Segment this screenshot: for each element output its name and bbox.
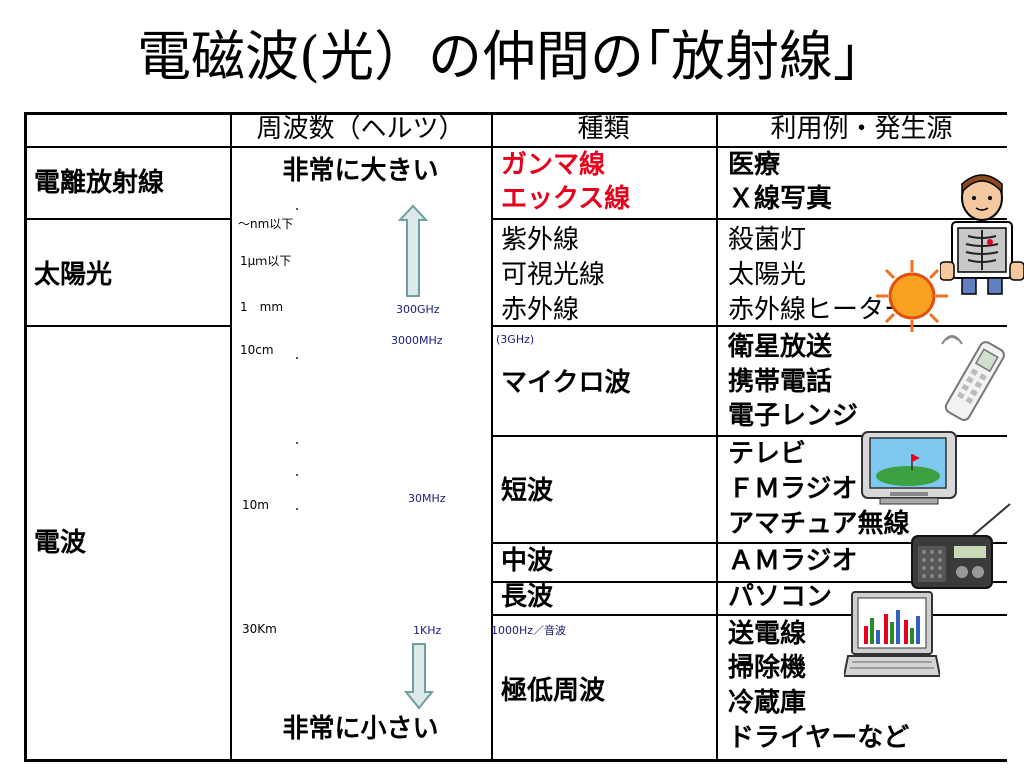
type-3ghz-note: (3GHz) <box>496 333 535 346</box>
type-longwave: 長波 <box>501 582 554 612</box>
row-divider-type-3 <box>491 435 1007 437</box>
use-xray-photo: Ｘ線写真 <box>728 184 833 214</box>
type-gamma: ガンマ線 <box>501 150 606 180</box>
use-vacuum: 掃除機 <box>728 653 807 683</box>
freq-30km: 30Km <box>242 622 277 636</box>
header-type: 種類 <box>577 114 630 144</box>
column-divider-2 <box>491 112 493 762</box>
use-fridge: 冷蔵庫 <box>728 688 807 718</box>
table-border-top <box>24 112 1007 115</box>
use-tv: テレビ <box>728 439 807 469</box>
dot-marker <box>296 508 298 510</box>
row-divider-type-6 <box>491 614 1007 616</box>
type-mediumwave: 中波 <box>501 546 554 576</box>
column-divider-3 <box>716 112 718 762</box>
xray-person-icon <box>940 174 1024 295</box>
use-fm: ＦＭラジオ <box>728 474 858 504</box>
use-sterilizer: 殺菌灯 <box>728 225 807 255</box>
type-xray: エックス線 <box>501 184 631 214</box>
use-medical: 医療 <box>728 150 781 180</box>
use-pc: パソコン <box>728 582 833 612</box>
use-mobile: 携帯電話 <box>728 367 833 397</box>
use-power-line: 送電線 <box>728 619 807 649</box>
category-sunlight: 太陽光 <box>34 260 113 290</box>
spectrum-table: 周波数（ヘルツ） 種類 利用例・発生源 電離放射線 太陽光 電波 非常に大きい … <box>24 112 1007 762</box>
header-usage: 利用例・発生源 <box>770 114 953 144</box>
row-divider-cat-1 <box>24 218 231 220</box>
table-border-bottom <box>24 759 1007 762</box>
use-amateur: アマチュア無線 <box>728 509 910 539</box>
laptop-icon <box>844 591 940 677</box>
use-am: ＡＭラジオ <box>728 546 858 576</box>
freq-mm: 1 mm <box>240 300 284 314</box>
table-border-left <box>24 112 27 762</box>
use-dryer: ドライヤーなど <box>728 723 910 753</box>
category-radio: 電波 <box>34 528 87 558</box>
frequency-very-high: 非常に大きい <box>282 156 439 186</box>
column-divider-1 <box>230 112 232 762</box>
dot-marker <box>296 474 298 476</box>
freq-um: 1μｍ以下 <box>240 254 292 268</box>
use-sunlight: 太陽光 <box>728 260 807 290</box>
type-elf: 極低周波 <box>501 676 606 706</box>
category-ionizing: 電離放射線 <box>34 168 165 198</box>
use-satellite: 衛星放送 <box>728 332 833 362</box>
freq-nm: ～nm以下 <box>238 217 294 231</box>
row-divider-type-4 <box>491 542 1007 544</box>
radio-icon <box>911 503 1011 589</box>
type-ir: 赤外線 <box>501 295 580 325</box>
freq-1khz: 1KHz <box>413 624 442 637</box>
row-divider-type-1 <box>491 218 1007 220</box>
dot-marker <box>296 442 298 444</box>
dot-marker <box>296 357 298 359</box>
use-ir-heater: 赤外線ヒーター <box>728 295 911 325</box>
page-title: 電磁波(光）の仲間の｢放射線」 <box>136 25 888 88</box>
type-uv: 紫外線 <box>501 225 580 255</box>
header-frequency: 周波数（ヘルツ） <box>256 114 465 144</box>
television-icon <box>861 431 957 505</box>
mobile-phone-icon <box>941 335 1005 421</box>
freq-300ghz: 300GHz <box>396 303 440 316</box>
type-1000hz-note: 1000Hz／音波 <box>491 624 567 637</box>
freq-10cm: 10cm <box>240 343 274 357</box>
type-microwave: マイクロ波 <box>501 368 631 398</box>
freq-3000mhz: 3000MHz <box>391 334 443 347</box>
sun-icon <box>876 260 948 332</box>
row-divider-cat-2 <box>24 325 231 327</box>
type-shortwave: 短波 <box>501 476 554 506</box>
arrow-up-icon <box>398 204 428 297</box>
use-microwave-oven: 電子レンジ <box>728 401 859 431</box>
freq-30mhz: 30MHz <box>408 492 446 505</box>
row-divider-type-5 <box>491 581 1007 583</box>
freq-10m: 10m <box>242 498 269 512</box>
header-divider <box>24 146 1007 148</box>
row-divider-type-2 <box>491 325 1007 327</box>
type-visible: 可視光線 <box>501 260 606 290</box>
arrow-down-icon <box>404 643 434 710</box>
frequency-very-low: 非常に小さい <box>282 714 439 744</box>
dot-marker <box>296 208 298 210</box>
